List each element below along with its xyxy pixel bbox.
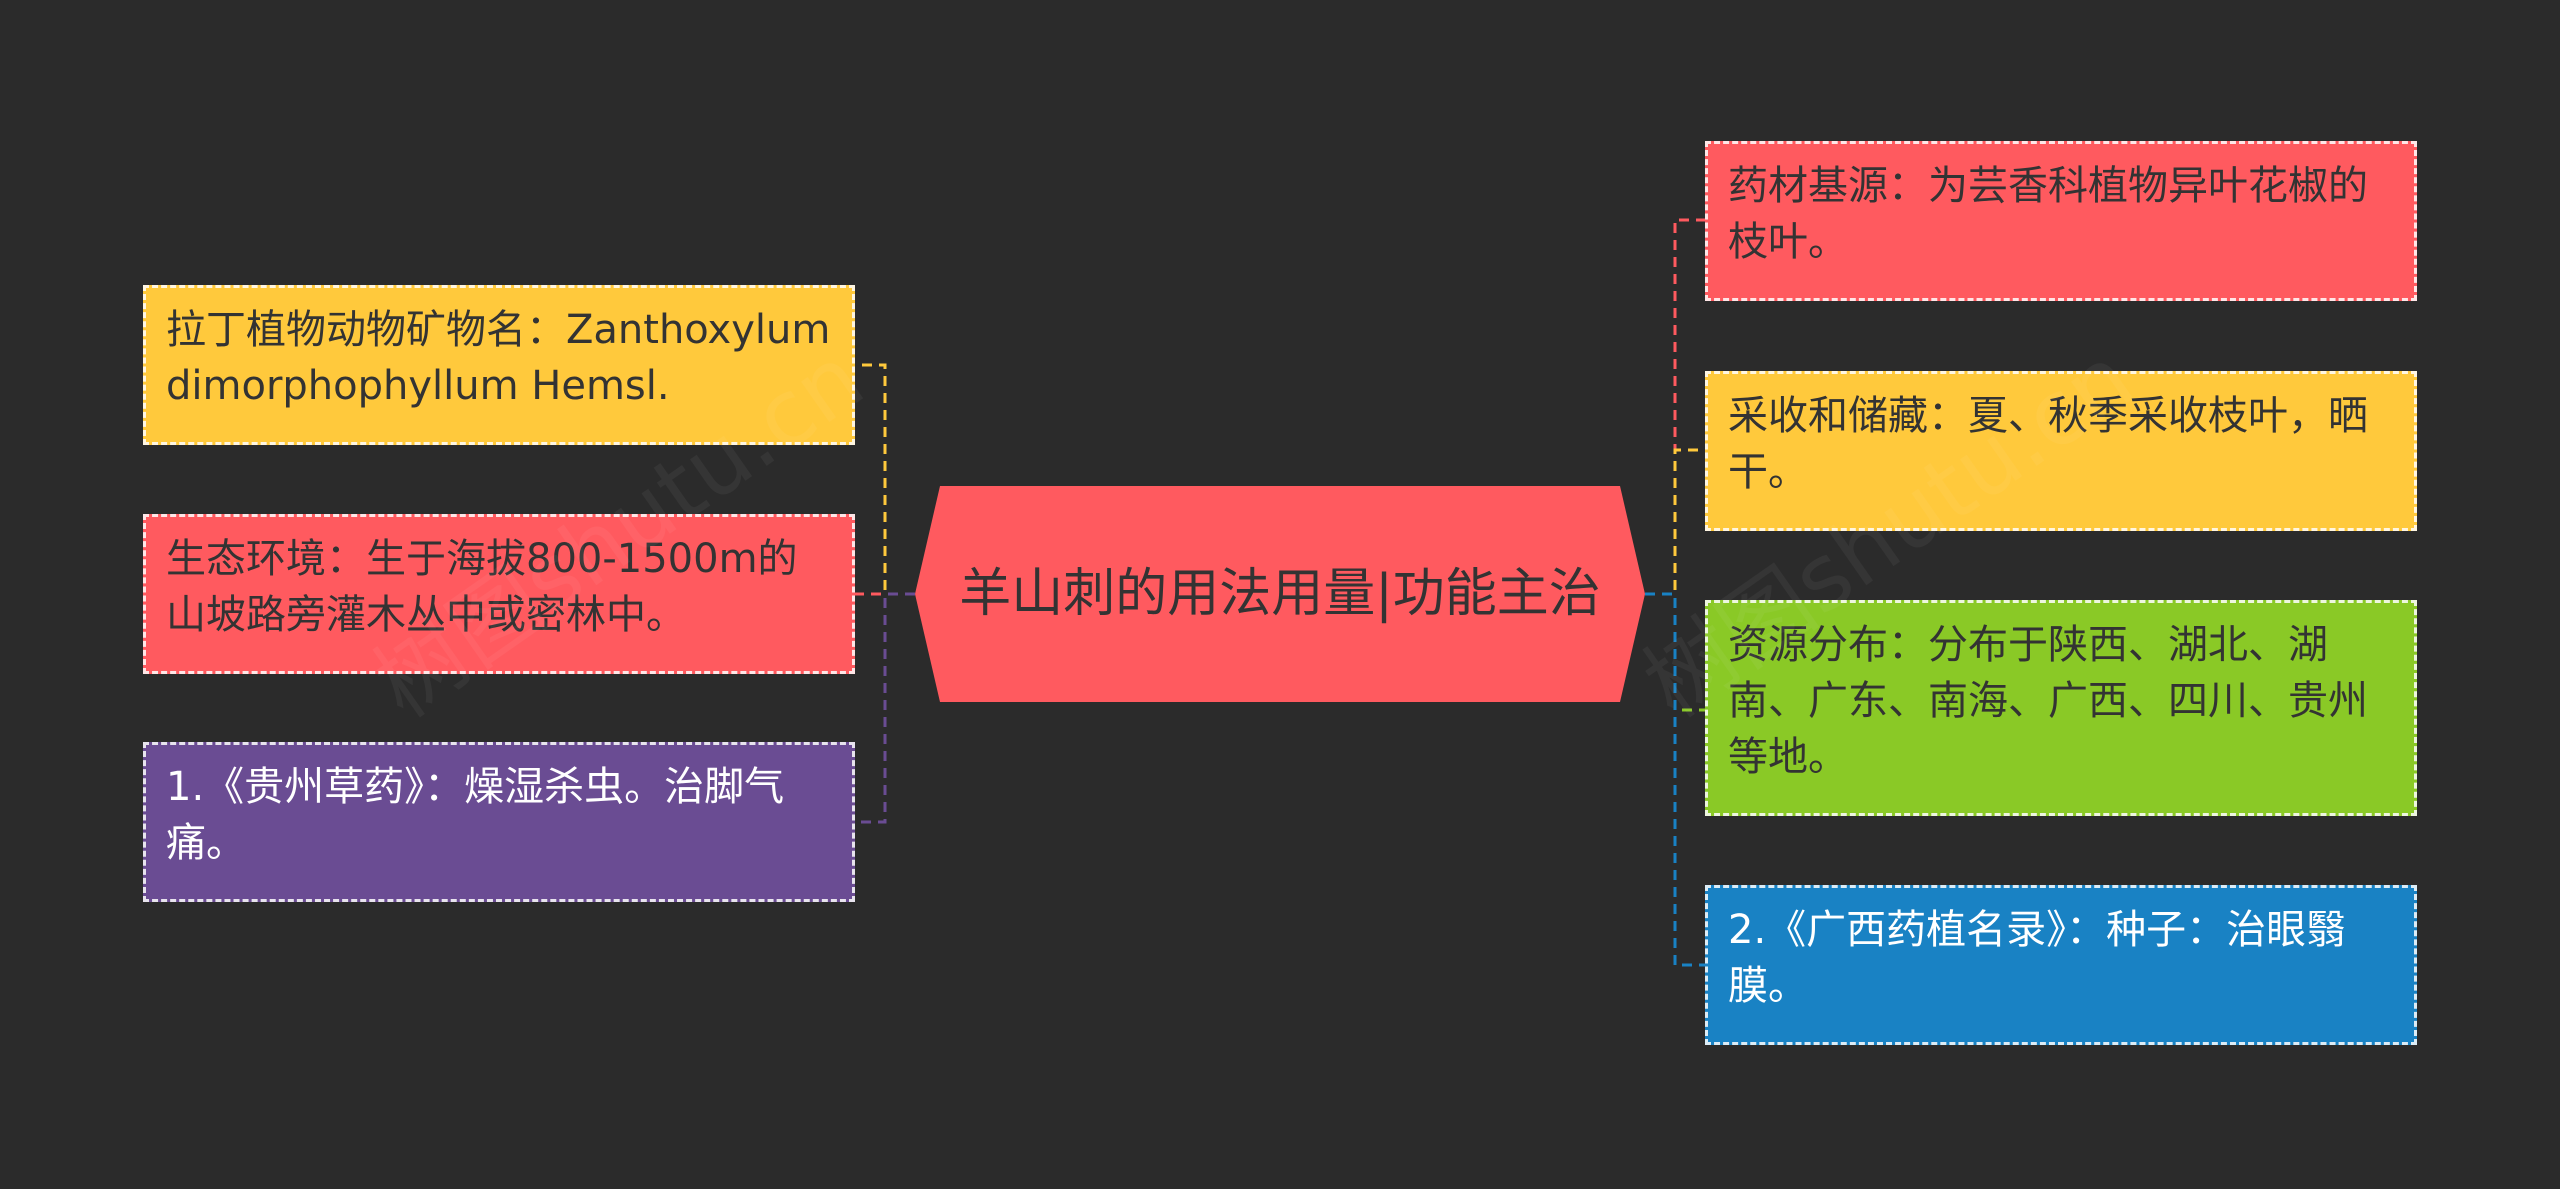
left-node-guizhou-herbs[interactable]: 1.《贵州草药》：燥湿杀虫。治脚气痛。 xyxy=(143,742,855,902)
center-shape xyxy=(915,486,1645,702)
center-topic-label: 羊山刺的用法用量|功能主治 xyxy=(959,564,1601,624)
connector-right-2 xyxy=(1645,448,1705,596)
left-node-guizhou-herbs-text: 1.《贵州草药》：燥湿杀虫。治脚气痛。 xyxy=(166,764,785,866)
left-node-latin-name-text: 拉丁植物动物矿物名：Zanthoxylum dimorphophyllum He… xyxy=(166,307,831,409)
connector-left-3 xyxy=(855,592,915,824)
right-node-guangxi-list[interactable]: 2.《广西药植名录》：种子：治眼翳膜。 xyxy=(1705,885,2417,1045)
right-node-source[interactable]: 药材基源：为芸香科植物异叶花椒的枝叶。 xyxy=(1705,141,2417,301)
right-node-distribution-text: 资源分布：分布于陕西、湖北、湖南、广东、南海、广西、四川、贵州等地。 xyxy=(1728,622,2368,780)
center-topic[interactable]: 羊山刺的用法用量|功能主治 xyxy=(915,486,1645,702)
right-node-guangxi-list-text: 2.《广西药植名录》：种子：治眼翳膜。 xyxy=(1728,907,2347,1009)
right-node-source-text: 药材基源：为芸香科植物异叶花椒的枝叶。 xyxy=(1728,163,2368,265)
left-node-habitat[interactable]: 生态环境：生于海拔800-1500m的山坡路旁灌木丛中或密林中。 xyxy=(143,514,855,674)
left-node-habitat-text: 生态环境：生于海拔800-1500m的山坡路旁灌木丛中或密林中。 xyxy=(166,536,798,638)
right-node-distribution[interactable]: 资源分布：分布于陕西、湖北、湖南、广东、南海、广西、四川、贵州等地。 xyxy=(1705,600,2417,816)
left-node-latin-name[interactable]: 拉丁植物动物矿物名：Zanthoxylum dimorphophyllum He… xyxy=(143,285,855,445)
connector-right-4 xyxy=(1645,592,1705,967)
right-node-harvest[interactable]: 采收和储藏：夏、秋季采收枝叶，晒干。 xyxy=(1705,371,2417,531)
right-node-harvest-text: 采收和储藏：夏、秋季采收枝叶，晒干。 xyxy=(1728,393,2368,495)
connector-left-1 xyxy=(855,363,915,596)
